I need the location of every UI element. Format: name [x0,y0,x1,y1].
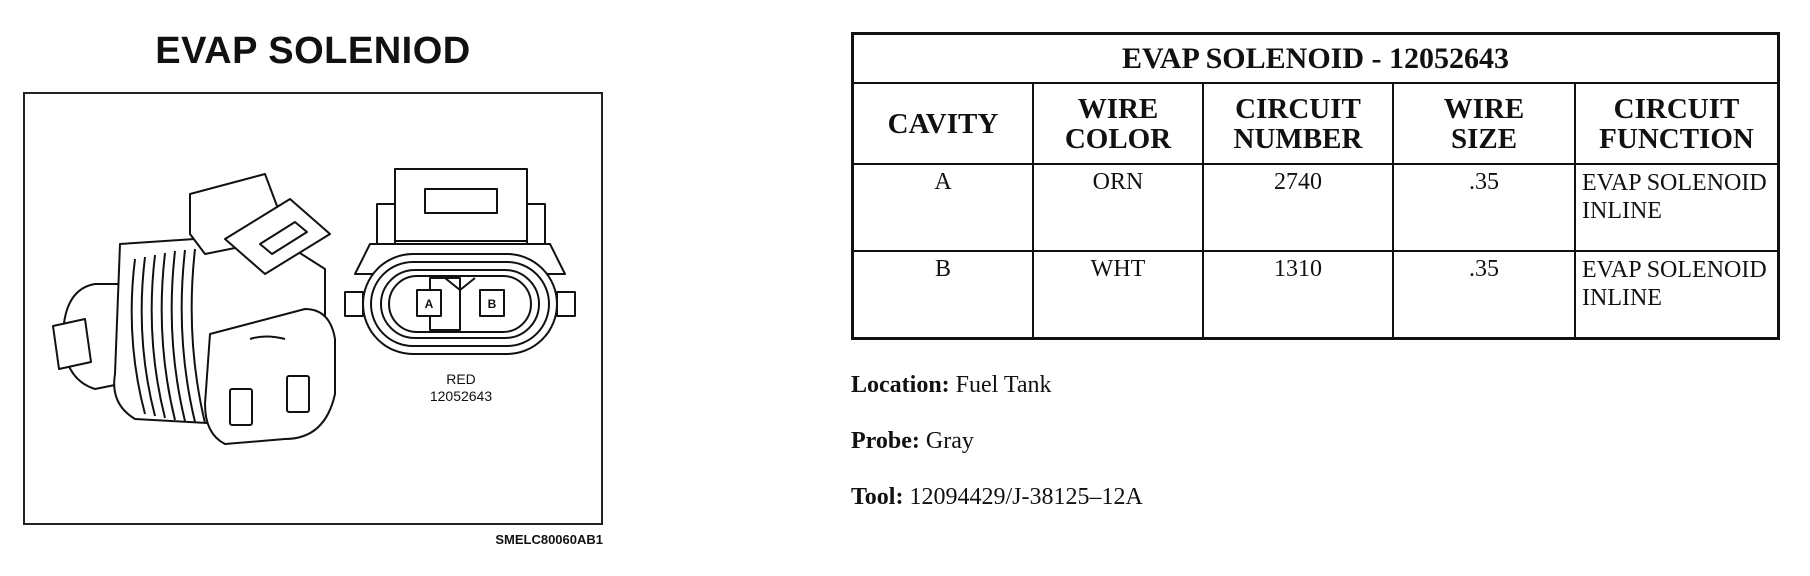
connector-drawings: A B RED 12052643 [52,168,576,445]
connector-part-number: 12052643 [430,388,493,404]
table-title: EVAP SOLENOID - 12052643 [851,32,1780,84]
cell-cavity: A [851,163,1034,252]
pin-label-b: B [488,297,497,311]
figure-reference-code: SMELC80060AB1 [495,532,603,547]
tool-label: Tool: [851,484,904,510]
pin-label-a: A [425,297,434,311]
connector-illustration: A B RED 12052643 [23,92,603,525]
connector-perspective-drawing [52,173,336,445]
location-label: Location: [851,372,950,398]
tool-value: 12094429/J-38125–12A [909,484,1143,510]
connector-front-view-drawing [344,168,576,355]
cell-circuit-number: 1310 [1202,250,1394,340]
probe-value: Gray [925,428,974,454]
col-header-cavity: CAVITY [851,82,1034,165]
cell-cavity: B [851,250,1034,340]
cell-circuit-number: 2740 [1202,163,1394,252]
probe-label: Probe: [851,428,920,454]
cell-wire-color: ORN [1032,163,1204,252]
location-value: Fuel Tank [955,372,1052,398]
cell-wire-color: WHT [1032,250,1204,340]
cell-wire-size: .35 [1392,250,1576,340]
figure-title: EVAP SOLENIOD [155,30,471,72]
tool-line: Tool: 12094429/J-38125–12A [851,484,1143,511]
connector-color-label: RED [446,371,476,387]
cell-wire-size: .35 [1392,163,1576,252]
probe-line: Probe: Gray [851,428,974,455]
location-line: Location: Fuel Tank [851,372,1052,399]
